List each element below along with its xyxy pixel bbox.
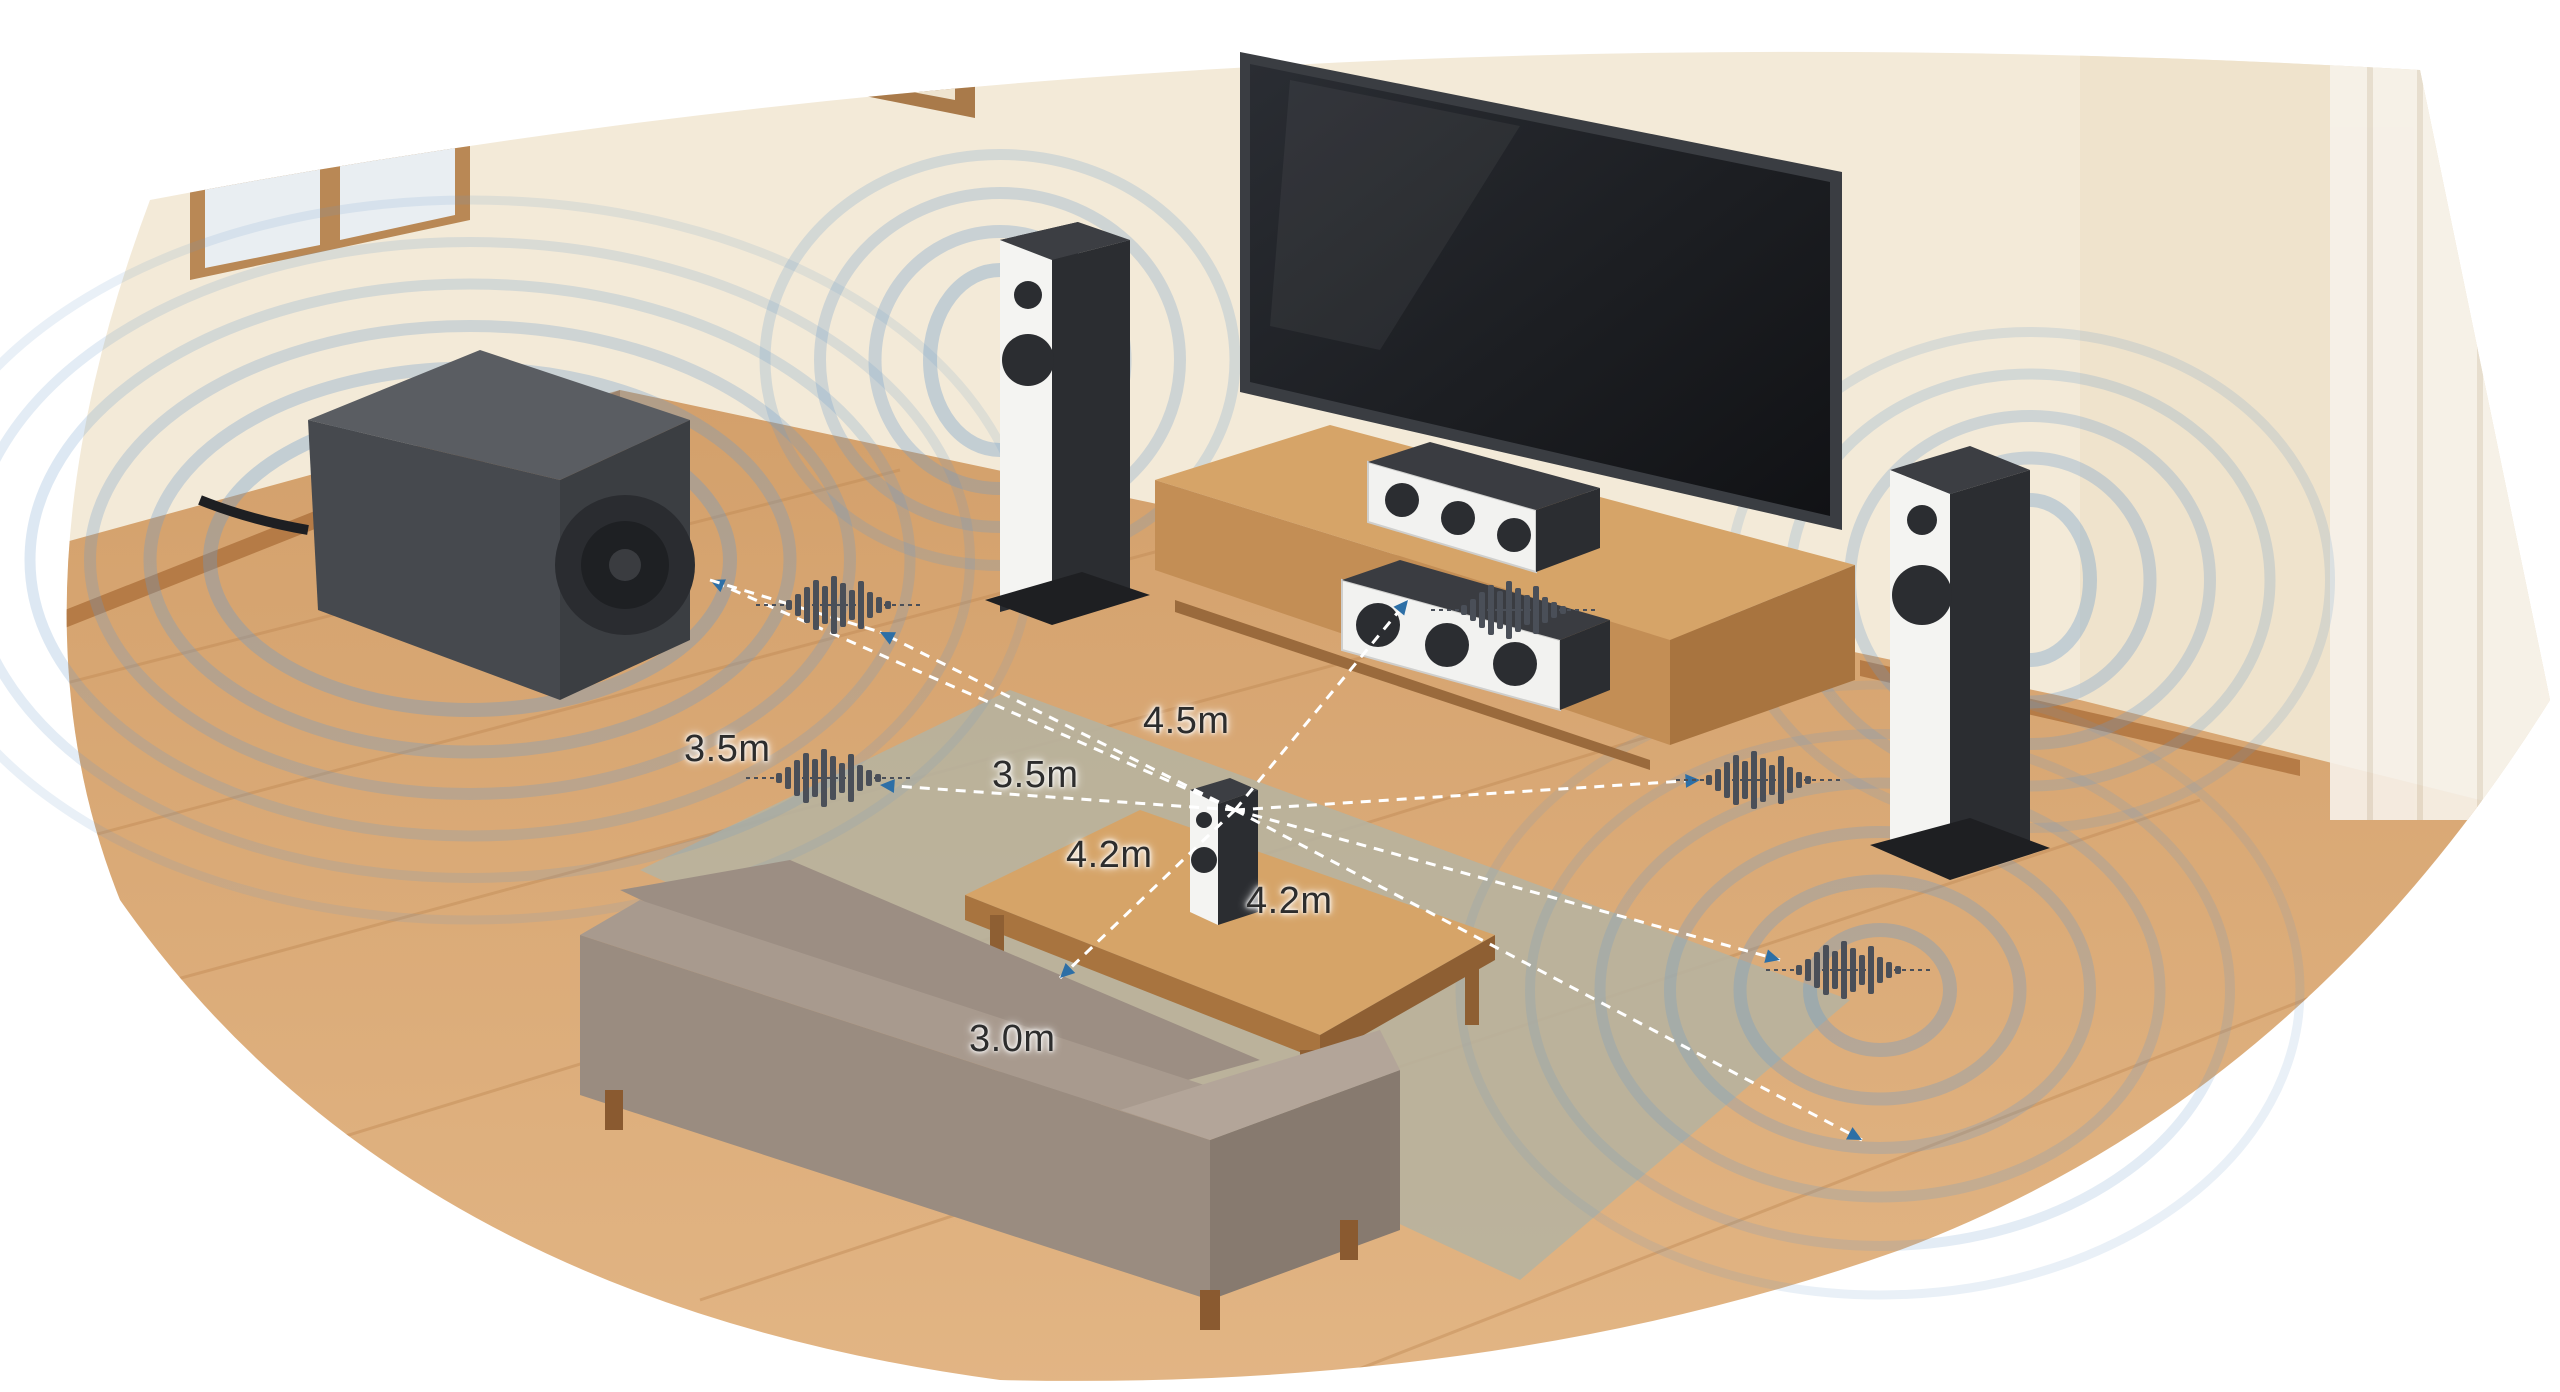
line-to-right-rear (1234, 808, 1781, 962)
waveform-left-side-bar (830, 756, 836, 800)
curtain (2330, 51, 2550, 820)
waveform-left-side (746, 749, 914, 807)
line-subwoofer-marker (709, 578, 881, 634)
distance-lines (709, 578, 1863, 1142)
waveform-right-rear-bar (1841, 941, 1847, 999)
line-to-seat (1058, 808, 1237, 980)
line-to-center-arrowhead (1393, 600, 1408, 616)
waveform-right-front-bar (1742, 761, 1748, 799)
line-to-subwoofer (709, 578, 1236, 812)
distance-label-seat: 3.0m (969, 1018, 1056, 1060)
waveform-right-rear (1766, 941, 1934, 999)
sofa (580, 860, 1400, 1330)
tv (1240, 52, 1842, 530)
distance-label-rear-left: 4.2m (1066, 834, 1153, 876)
rear-right-wave (1594, 777, 2166, 1203)
rear-right-wave (1455, 680, 2305, 1300)
line-to-center (1233, 599, 1410, 811)
line-to-right-rear-arrowhead (1764, 949, 1780, 963)
subwoofer-wave (84, 320, 856, 800)
waveform-markers (746, 576, 1934, 999)
rear-right-wave (1664, 826, 2096, 1154)
line-to-left-side-arrowhead (880, 779, 895, 793)
front-left-speaker (985, 222, 1150, 625)
waveform-left-front-bar (822, 586, 828, 624)
distance-label-rear-right: 4.2m (1246, 880, 1333, 922)
waveform-right-front-bar (1760, 758, 1766, 802)
waveform-left-front (756, 576, 924, 634)
waveform-center (1431, 581, 1599, 639)
line-to-seat-arrowhead (1060, 963, 1076, 978)
waveform-right-rear-bar (1832, 951, 1838, 989)
line-to-far-right-arrowhead (1846, 1127, 1862, 1140)
front-right-speaker (1870, 446, 2050, 880)
waveform-center-bar (1515, 588, 1521, 632)
line-to-left-side (879, 783, 1236, 812)
subwoofer-wave (0, 237, 975, 883)
coffee-table (965, 810, 1495, 1120)
rear-right-wave (1803, 923, 1957, 1057)
distance-label-left-front: 3.5m (684, 728, 771, 770)
line-to-right-front (1234, 778, 1701, 812)
waveform-left-side-bar (812, 759, 818, 797)
waveform-right-rear-bar (1850, 948, 1856, 992)
subwoofer-wave (24, 278, 916, 842)
distance-label-left-side: 3.5m (992, 754, 1079, 796)
waveform-right-front-bar (1751, 751, 1757, 809)
listening-speaker (1190, 778, 1258, 925)
subwoofer (198, 350, 695, 700)
waveform-right-front (1676, 751, 1844, 809)
waveform-center-bar (1497, 591, 1503, 629)
center-speaker-top (1367, 442, 1600, 574)
distance-label-center: 4.5m (1143, 700, 1230, 742)
waveform-left-front-bar (831, 576, 837, 634)
waveform-left-side-bar (821, 749, 827, 807)
waveform-left-front-bar (840, 583, 846, 627)
waveform-center-bar (1506, 581, 1512, 639)
rear-right-wave (1733, 874, 2027, 1106)
line-to-left-marker (879, 630, 1236, 812)
line-to-left-marker-arrowhead (880, 632, 896, 645)
rear-right-wave (1525, 729, 2235, 1251)
